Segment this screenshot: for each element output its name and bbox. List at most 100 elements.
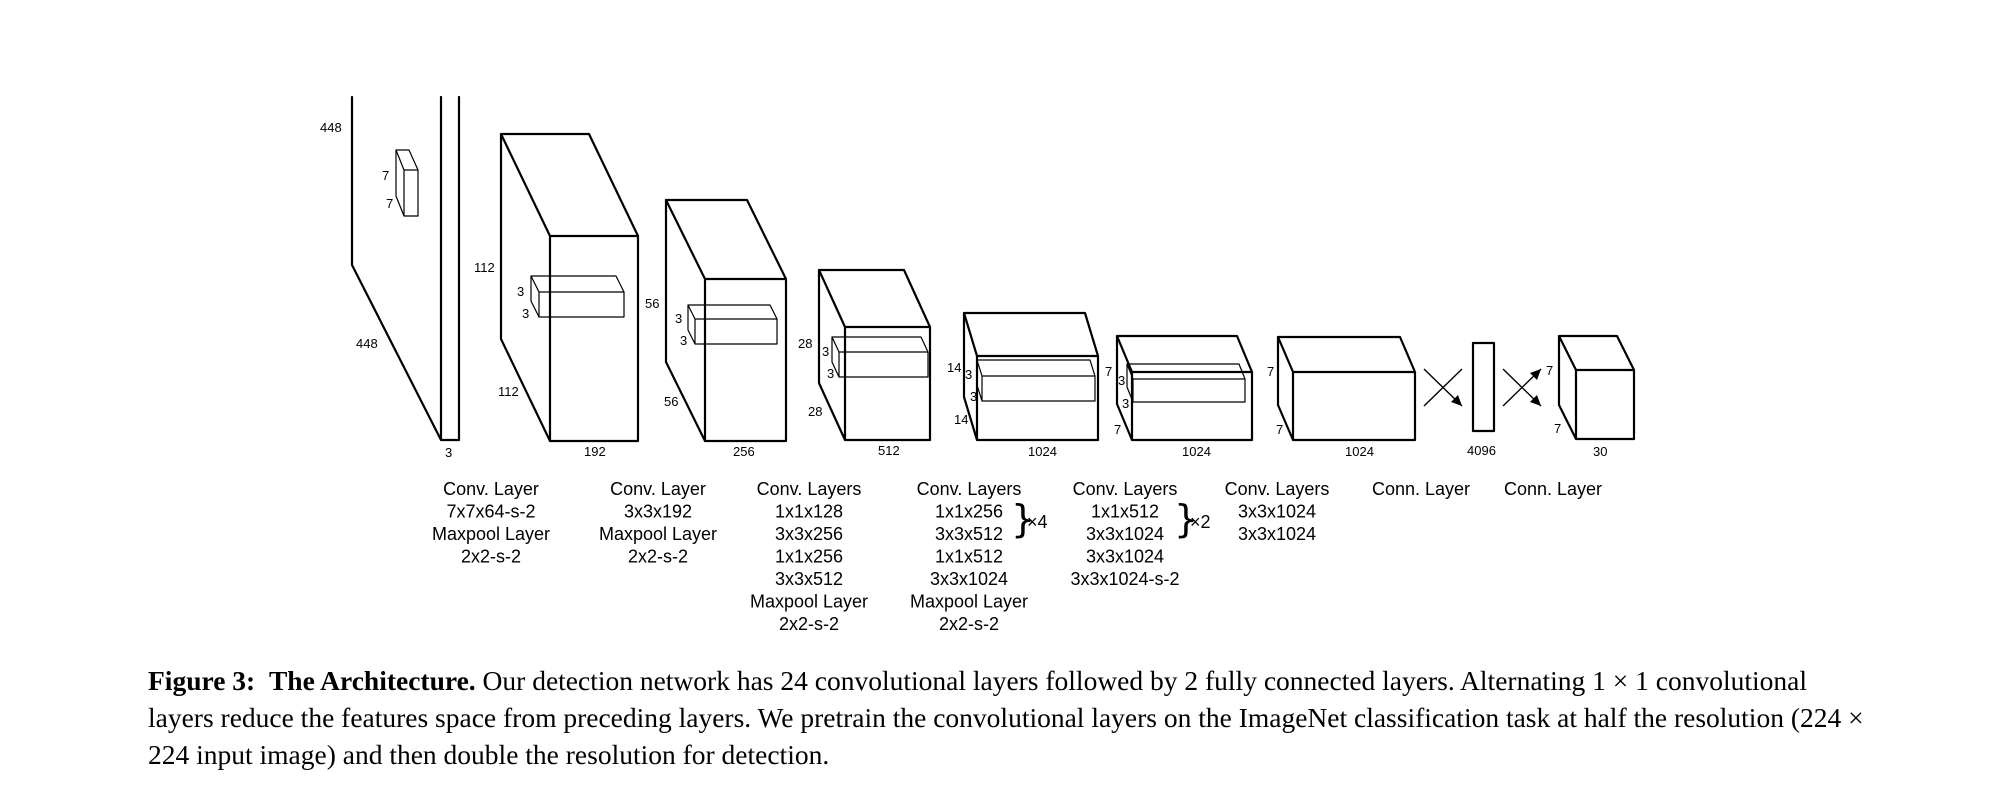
block-5-width-label: 7 — [1114, 422, 1121, 437]
stage-line: Conn. Layer — [1504, 479, 1602, 499]
full-connection-2 — [1502, 368, 1542, 407]
stage-line: 7x7x64-s-2 — [446, 502, 535, 522]
stage-description: Conn. Layer — [1372, 479, 1470, 499]
output-width-label: 7 — [1554, 421, 1561, 436]
block-3-height-label: 28 — [798, 336, 812, 351]
svg-text:}: } — [1174, 497, 1198, 541]
input-kernel — [395, 149, 419, 217]
block-6-height-label: 7 — [1267, 364, 1274, 379]
block-2: 56 56 256 3 3 — [645, 198, 788, 459]
repeat-brace-stage-4: } ×4 — [1011, 497, 1048, 541]
stage-line: 1x1x256 — [935, 502, 1003, 522]
stage-line: 3x3x1024 — [1086, 547, 1164, 567]
block-1-kernel — [530, 275, 625, 318]
stage-line: 3x3x1024 — [1086, 524, 1164, 544]
stage-line: Conv. Layers — [757, 479, 862, 499]
block-4-kernel-label-b: 3 — [970, 389, 977, 404]
stage-line: Conv. Layer — [610, 479, 706, 499]
figure-label: Figure 3: — [148, 665, 256, 696]
block-3-kernel — [831, 336, 929, 378]
stage-line: 3x3x512 — [935, 524, 1003, 544]
stage-line: 3x3x1024 — [1238, 502, 1316, 522]
block-4: 14 14 1024 3 3 — [947, 311, 1100, 459]
input-kernel-label-b: 7 — [386, 196, 393, 211]
repeat-count-label: ×4 — [1027, 512, 1048, 532]
block-2-channels-label: 256 — [733, 444, 755, 459]
stage-line: Conn. Layer — [1372, 479, 1470, 499]
block-3-width-label: 28 — [808, 404, 822, 419]
svg-text:}: } — [1011, 497, 1035, 541]
output-channels-label: 30 — [1593, 444, 1607, 459]
block-5-channels-label: 1024 — [1182, 444, 1211, 459]
block-3-kernel-label-b: 3 — [827, 366, 834, 381]
caption-text: Our detection network has 24 convolution… — [148, 665, 1864, 770]
stage-line: Conv. Layer — [443, 479, 539, 499]
block-1: 112 112 192 3 3 — [474, 132, 640, 459]
block-2-width-label: 56 — [664, 394, 678, 409]
stage-line: 3x3x1024 — [1238, 524, 1316, 544]
block-1-width-label: 112 — [498, 384, 519, 399]
block-2-kernel — [687, 304, 778, 345]
stage-line: 3x3x192 — [624, 502, 692, 522]
block-4-kernel — [976, 359, 1096, 402]
stage-line: Maxpool Layer — [432, 524, 550, 544]
stage-line: 3x3x1024-s-2 — [1070, 569, 1179, 589]
block-1-kernel-label-a: 3 — [517, 284, 524, 299]
input-width-label: 448 — [356, 336, 378, 351]
block-1-kernel-label-b: 3 — [522, 306, 529, 321]
stage-line: 1x1x256 — [775, 547, 843, 567]
full-connection-1 — [1423, 368, 1463, 407]
output-height-label: 7 — [1546, 363, 1553, 378]
stage-line: 2x2-s-2 — [461, 547, 521, 567]
fc-channels-label: 4096 — [1467, 443, 1496, 458]
input-block: 448 448 3 7 7 — [320, 95, 461, 460]
stage-line: Conv. Layers — [1073, 479, 1178, 499]
block-6: 7 7 1024 — [1267, 335, 1417, 459]
stage-line: 2x2-s-2 — [939, 614, 999, 634]
block-3-kernel-label-a: 3 — [822, 344, 829, 359]
figure-heading: The Architecture. — [268, 665, 476, 696]
input-kernel-label-a: 7 — [382, 168, 389, 183]
block-6-width-label: 7 — [1276, 422, 1283, 437]
block-5-kernel-label-a: 3 — [1118, 373, 1125, 388]
figure-caption: Figure 3: The Architecture. Our detectio… — [148, 662, 1868, 773]
block-2-kernel-label-b: 3 — [680, 333, 687, 348]
stage-line: 3x3x256 — [775, 524, 843, 544]
stage-line: Maxpool Layer — [910, 592, 1028, 612]
stage-line: 1x1x512 — [1091, 502, 1159, 522]
stage-line: 1x1x128 — [775, 502, 843, 522]
stage-line: 3x3x512 — [775, 569, 843, 589]
block-2-kernel-label-a: 3 — [675, 311, 682, 326]
stage-line: Conv. Layers — [1225, 479, 1330, 499]
block-4-kernel-label-a: 3 — [965, 367, 972, 382]
block-5-kernel-label-b: 3 — [1122, 396, 1129, 411]
block-4-height-label: 14 — [947, 360, 961, 375]
stage-line: Maxpool Layer — [750, 592, 868, 612]
stage-line: 3x3x1024 — [930, 569, 1008, 589]
repeat-brace-stage-5: } ×2 — [1174, 497, 1211, 541]
fc-layer-4096: 4096 — [1467, 341, 1496, 458]
block-3-channels-label: 512 — [878, 443, 900, 458]
stage-line: Maxpool Layer — [599, 524, 717, 544]
block-5-height-label: 7 — [1105, 364, 1112, 379]
stage-line: 1x1x512 — [935, 547, 1003, 567]
output-tensor: 7 7 30 — [1546, 334, 1636, 459]
input-channels-label: 3 — [445, 445, 452, 460]
block-3: 28 28 512 3 3 — [798, 268, 932, 458]
repeat-count-label: ×2 — [1190, 512, 1211, 532]
stage-line: 2x2-s-2 — [628, 547, 688, 567]
block-4-width-label: 14 — [954, 412, 968, 427]
block-4-channels-label: 1024 — [1028, 444, 1057, 459]
block-1-channels-label: 192 — [584, 444, 606, 459]
input-height-label: 448 — [320, 120, 342, 135]
block-5-kernel — [1126, 363, 1246, 403]
stage-description: Conn. Layer — [1504, 479, 1602, 499]
